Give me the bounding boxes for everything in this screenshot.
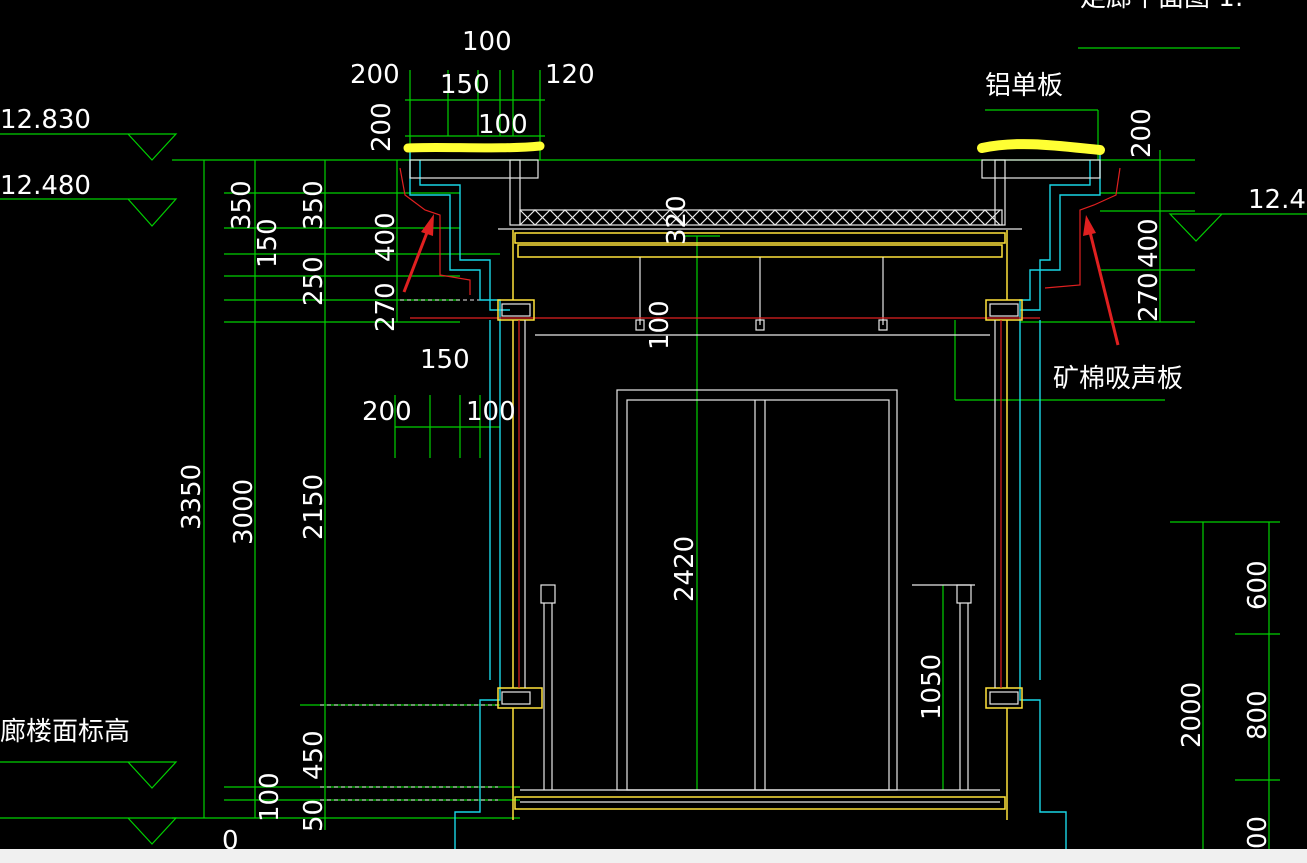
dim-250: 250 — [299, 256, 329, 306]
dim-200-h: 200 — [362, 397, 412, 427]
elevation-12480: 12.480 — [0, 171, 91, 201]
dim-00: 00 — [1243, 816, 1273, 849]
dim-800: 800 — [1243, 690, 1273, 740]
dim-100-c: 100 — [645, 300, 675, 350]
handrails — [540, 584, 975, 790]
label-mineral-wool-board: 矿棉吸声板 — [1053, 364, 1183, 394]
dim-600: 600 — [1243, 560, 1273, 610]
title-block: 走廊平面图 1: — [1078, 0, 1244, 49]
dim-150-top: 150 — [440, 70, 490, 100]
door-frame — [497, 230, 1023, 820]
elevation-symbol-floor-lower — [0, 817, 178, 845]
dim-2420: 2420 — [670, 536, 700, 602]
annotation-arrows — [402, 214, 1120, 346]
dim-3350: 3350 — [177, 464, 207, 530]
elevation-symbol-12830 — [0, 133, 178, 161]
ceiling-assembly — [409, 159, 1101, 336]
elevation-12830: 12.830 — [0, 105, 91, 135]
drawing-title: 走廊平面图 1: — [1080, 0, 1244, 13]
dim-100-b: 100 — [255, 772, 285, 822]
dim-2000: 2000 — [1177, 682, 1207, 748]
dimension-texts-vertical: 200 350 350 400 150 250 270 3350 3000 21… — [177, 102, 1273, 849]
reference-lines — [172, 159, 1195, 819]
dim-350-a: 350 — [227, 180, 257, 230]
elevation-symbol-floor — [0, 761, 178, 789]
elevation-zero: 0 — [222, 826, 239, 849]
label-aluminum-panel: 铝单板 — [985, 71, 1063, 101]
status-bar — [0, 849, 1307, 863]
dim-2150: 2150 — [299, 474, 329, 540]
dim-1050: 1050 — [917, 654, 947, 720]
dim-150-h: 150 — [420, 345, 470, 375]
dim-3000: 3000 — [229, 479, 259, 545]
elevation-markers: 12.830 12.480 12.4 廊楼面标高 0 — [0, 105, 1307, 849]
elevator-door — [616, 389, 898, 791]
material-labels: 铝单板 矿棉吸声板 — [985, 71, 1183, 394]
dim-350-b: 350 — [299, 180, 329, 230]
floor-level-label: 廊楼面标高 — [0, 717, 130, 747]
dim-100-top: 100 — [462, 27, 512, 57]
dim-450: 450 — [299, 730, 329, 780]
dim-120-top: 120 — [545, 60, 595, 90]
dim-150-v: 150 — [253, 218, 283, 268]
dim-320: 320 — [662, 195, 692, 245]
dim-200-top: 200 — [350, 60, 400, 90]
dimension-texts-horizontal: 100 200 150 120 100 150 200 100 — [350, 27, 595, 427]
highlight-marks — [403, 139, 1105, 155]
elevation-symbol-right — [1168, 213, 1307, 242]
dim-200-v: 200 — [367, 102, 397, 152]
dim-100-mid: 100 — [478, 110, 528, 140]
dim-100-h: 100 — [466, 397, 516, 427]
dim-270-r: 270 — [1134, 272, 1164, 322]
elevation-symbol-12480 — [0, 198, 178, 227]
dim-270-l: 270 — [371, 282, 401, 332]
wall-outline — [409, 150, 1101, 849]
elevation-12-4: 12.4 — [1248, 185, 1306, 215]
dim-400-r: 400 — [1134, 218, 1164, 268]
dim-400-l: 400 — [371, 212, 401, 262]
section-profiles — [399, 167, 1121, 295]
dim-50: 50 — [299, 799, 329, 832]
dim-200-r: 200 — [1127, 108, 1157, 158]
vertical-dimension-lines — [203, 150, 1280, 849]
